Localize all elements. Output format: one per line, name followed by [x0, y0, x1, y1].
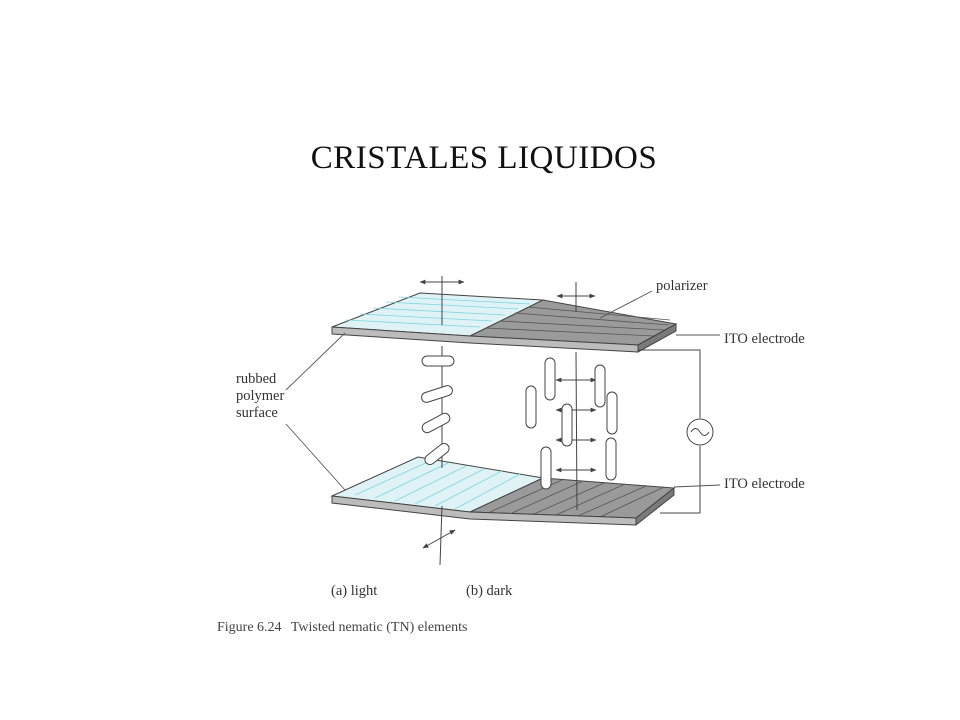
label-ito-bottom: ITO electrode — [724, 476, 805, 492]
label-polarizer: polarizer — [656, 278, 708, 294]
label-ito-top: ITO electrode — [724, 331, 805, 347]
sublabel-light: (a) light — [331, 583, 377, 599]
lc-molecule — [606, 391, 618, 435]
label-rubbed-3: surface — [236, 405, 278, 421]
bottom-light-rub-lines — [354, 460, 521, 510]
circuit — [638, 349, 714, 514]
lc-molecule — [605, 437, 617, 481]
lc-molecule — [544, 357, 556, 401]
bottom-plate — [330, 456, 676, 527]
lc-molecule — [525, 385, 537, 429]
top-light-rub-lines — [346, 296, 531, 328]
lc-molecule — [421, 412, 451, 434]
bottom-plate-side — [635, 486, 675, 527]
caption-number: Figure 6.24 — [217, 620, 282, 635]
light-path — [419, 276, 465, 566]
lc-molecule — [424, 442, 450, 466]
caption-text: Twisted nematic (TN) elements — [291, 620, 468, 635]
bottom-polarization-arrow — [422, 529, 456, 549]
top-plate — [331, 292, 678, 353]
leader-lines — [285, 290, 721, 491]
figure-caption: Figure 6.24 Twisted nematic (TN) element… — [217, 620, 468, 635]
lc-molecule — [540, 446, 552, 490]
top-dark-rub-lines — [485, 306, 671, 337]
lc-molecule — [594, 364, 606, 408]
lc-molecule — [561, 403, 573, 447]
sublabel-dark: (b) dark — [466, 583, 513, 599]
label-rubbed-2: polymer — [236, 388, 284, 404]
twisted-molecules — [421, 355, 455, 466]
aligned-molecules — [525, 357, 618, 490]
label-rubbed-1: rubbed — [236, 371, 277, 387]
lc-molecule — [421, 355, 455, 367]
lc-molecule — [421, 385, 453, 403]
slide-title: CRISTALES LIQUIDOS — [310, 140, 658, 176]
